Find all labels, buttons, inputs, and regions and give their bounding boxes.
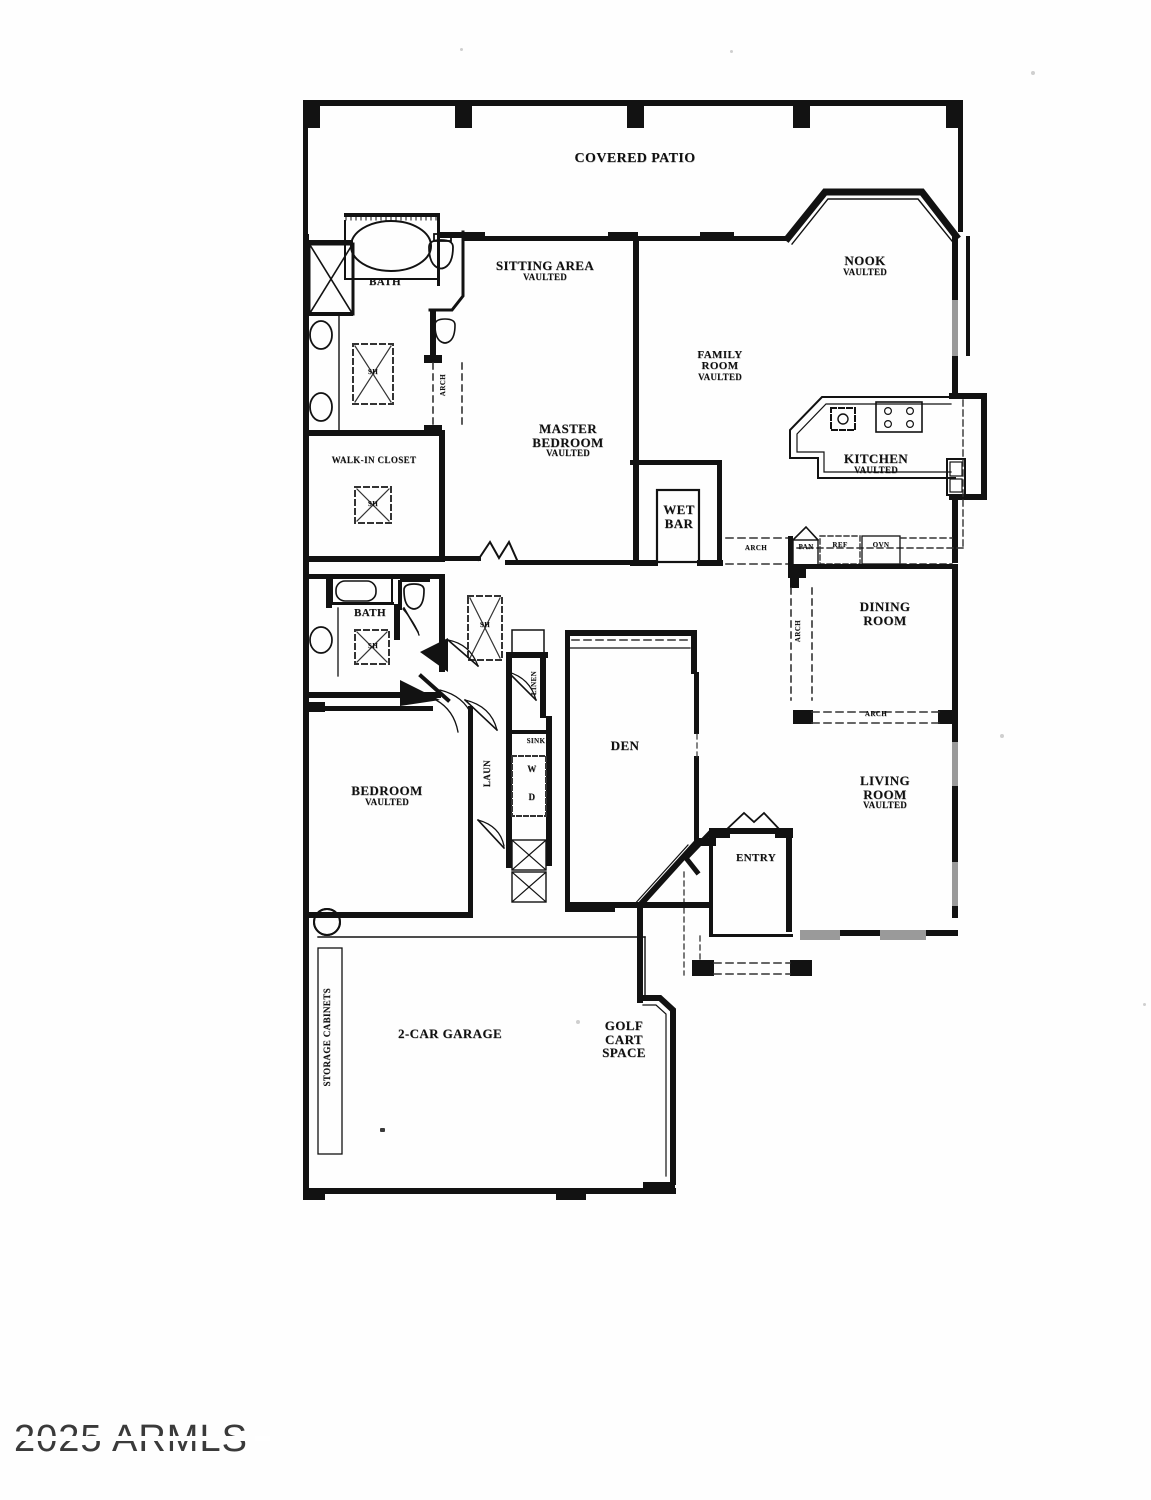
scan-speck: [380, 1128, 385, 1132]
covered-patio-walls: [303, 100, 963, 234]
hall-doors-cluster: [400, 595, 538, 732]
dining-room-walls: [790, 566, 958, 724]
arch-master-opening: [424, 362, 463, 434]
scan-speck: [576, 1020, 580, 1024]
wet-bar-group: [630, 460, 723, 566]
scan-speck: [1143, 1003, 1146, 1006]
master-suite-walls: [445, 232, 639, 566]
garage-group: [313, 908, 676, 1194]
pantry-ref-ovn-strip: [788, 525, 958, 578]
scan-speck: [730, 50, 733, 53]
bedroom-2-walls: [303, 699, 473, 918]
armls-watermark: 2025 ARMLS: [10, 1418, 270, 1460]
misc-connectors: [565, 838, 716, 912]
kitchen-group: [789, 393, 987, 563]
linen-laundry-group: [476, 629, 552, 903]
second-bath-group: [303, 574, 451, 703]
scan-speck: [460, 48, 463, 51]
scan-speck: [1000, 734, 1004, 738]
walk-in-closet-walls: [303, 430, 445, 562]
entry-group: [682, 811, 812, 976]
den-group: [565, 630, 702, 1003]
living-room-walls: [786, 722, 958, 940]
master-bath-group: [303, 213, 465, 433]
exterior-walls-left: [303, 234, 643, 1200]
scan-speck: [1031, 71, 1035, 75]
family-room-nook-walls: [638, 188, 970, 396]
arch-wetbar-opening: [725, 537, 793, 565]
